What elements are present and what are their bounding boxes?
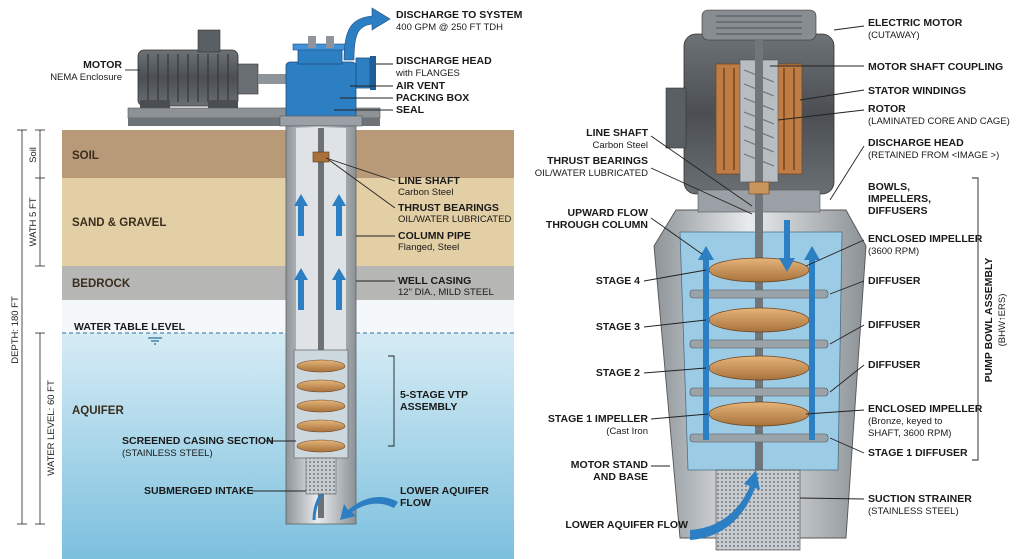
right-flow-arrows	[698, 220, 820, 440]
diffuser-1: DIFFUSER	[868, 275, 921, 287]
right-panel: PUMP BOWL ASSEMBLY (BHW↑ERS) ELECTRIC MO…	[535, 9, 1010, 551]
lower-flow-line1: LOWER AQUIFER	[400, 485, 489, 497]
line-shaft-title: LINE SHAFT	[398, 175, 460, 187]
diffuser-3: DIFFUSER	[868, 359, 921, 371]
right-lower-flow	[690, 470, 760, 540]
bowls-line3: DIFFUSERS	[868, 205, 928, 217]
enclosed-top-sub: (3600 RPM)	[868, 246, 919, 257]
upward-flow-line1: UPWARD FLOW	[568, 207, 649, 219]
sand-label: SAND & GRAVEL	[72, 217, 166, 229]
motor-title: MOTOR	[83, 59, 122, 71]
r-discharge-head-sub: (RETAINED FROM <IMAGE >)	[868, 150, 999, 161]
thrust-bearings-title: THRUST BEARINGS	[398, 202, 499, 214]
enclosed-bottom-title: ENCLOSED IMPELLER	[868, 403, 983, 415]
motor-stand-line1: MOTOR STAND	[571, 459, 649, 471]
bedrock-label: BEDROCK	[72, 278, 131, 290]
line-shaft-sub: Carbon Steel	[398, 187, 453, 198]
stage2-label: STAGE 2	[596, 367, 640, 379]
pump-bowl-line1: PUMP BOWL ASSEMBLY	[983, 258, 995, 383]
right-diffusers	[689, 289, 829, 443]
discharge-arrow	[343, 7, 391, 61]
rotor-sub: (LAMINATED CORE AND CAGE)	[868, 116, 1010, 127]
seal-label: SEAL	[396, 104, 425, 116]
rotor-title: ROTOR	[868, 103, 906, 115]
motor-assembly	[137, 29, 290, 108]
shaft-coupling	[312, 151, 330, 163]
vtp-line1: 5-STAGE VTP	[400, 389, 468, 401]
electric-motor	[665, 9, 835, 213]
motor-stand-line2: AND BASE	[593, 471, 648, 483]
enclosed-bottom-sub1: (Bronze, keyed to	[868, 416, 942, 427]
stage1-sub: (Cast Iron	[606, 426, 648, 437]
packing-box-label: PACKING BOX	[396, 92, 469, 104]
suction-title: SUCTION STRAINER	[868, 493, 972, 505]
enclosed-top-title: ENCLOSED IMPELLER	[868, 233, 983, 245]
right-line-shaft	[755, 40, 763, 470]
diffuser-2: DIFFUSER	[868, 319, 921, 331]
soil-label: SOIL	[72, 150, 99, 162]
discharge-head	[279, 36, 376, 127]
lower-flow-line2: FLOW	[400, 497, 431, 509]
dimension-lines	[17, 129, 45, 525]
discharge-head-title: DISCHARGE HEAD	[396, 55, 492, 67]
well-casing-title: WELL CASING	[398, 275, 471, 287]
stage1-title: STAGE 1 IMPELLER	[548, 413, 649, 425]
thrust-bearings-sub: OIL/WATER LUBRICATED	[398, 214, 511, 225]
dim-water-level: WATER LEVEL: 60 FT	[46, 380, 57, 476]
bowls-line2: IMPELLERS,	[868, 193, 931, 205]
column-flow-arrows	[294, 194, 346, 310]
base-plate-edge	[128, 118, 380, 126]
coupling-label: MOTOR SHAFT COUPLING	[868, 61, 1003, 73]
aquifer-label: AQUIFER	[72, 405, 124, 417]
water-table-symbol	[148, 337, 162, 345]
column-pipe-title: COLUMN PIPE	[398, 230, 471, 242]
screened-title: SCREENED CASING SECTION	[122, 435, 274, 447]
screened-section	[305, 457, 337, 495]
r-line-shaft-sub: Carbon Steel	[593, 140, 648, 151]
line-shaft	[318, 128, 324, 518]
bowls-line1: BOWLS,	[868, 181, 910, 193]
electric-motor-sub: (CUTAWAY)	[868, 30, 920, 41]
discharge-head-sub: with FLANGES	[395, 68, 460, 79]
intake-label: SUBMERGED INTAKE	[144, 485, 253, 497]
suction-strainer	[715, 469, 801, 551]
motor-sub: NEMA Enclosure	[50, 72, 122, 83]
air-vent-label: AIR VENT	[396, 80, 446, 92]
r-discharge-head-title: DISCHARGE HEAD	[868, 137, 964, 149]
intake-flow	[312, 493, 323, 521]
dim-soil: Soil	[28, 147, 39, 163]
water-table-label: WATER TABLE LEVEL	[74, 321, 186, 333]
upward-flow-line2: THROUGH COLUMN	[546, 219, 648, 231]
enclosed-bottom-sub2: SHAFT, 3600 RPM)	[868, 428, 951, 439]
dim-depth: DEPTH: 180 FT	[10, 296, 21, 364]
discharge-system-title: DISCHARGE TO SYSTEM	[396, 9, 523, 21]
r-lower-flow-label: LOWER AQUIFER FLOW	[565, 519, 688, 531]
right-shaft-coupling	[748, 181, 770, 195]
vtp-line2: ASSEMBLY	[400, 401, 457, 413]
stator-label: STATOR WINDINGS	[868, 85, 966, 97]
stage1-diffuser-label: STAGE 1 DIFFUSER	[868, 447, 968, 459]
r-thrust-sub: OIL/WATER LUBRICATED	[535, 168, 648, 179]
stage4-label: STAGE 4	[596, 275, 640, 287]
screened-sub: (STAINLESS STEEL)	[122, 448, 213, 459]
vtp-impellers	[296, 359, 346, 453]
r-thrust-title: THRUST BEARINGS	[547, 155, 648, 167]
column-pipe-sub: Flanged, Steel	[398, 242, 459, 253]
lower-aquifer-arrow	[340, 496, 398, 520]
well-casing-sub: 12" DIA., MILD STEEL	[398, 287, 494, 298]
r-line-shaft-title: LINE SHAFT	[586, 127, 648, 139]
suction-sub: (STAINLESS STEEL)	[868, 506, 959, 517]
left-panel: DEPTH: 180 FT Soil WATH 5 FT WATER LEVEL…	[10, 7, 523, 559]
electric-motor-title: ELECTRIC MOTOR	[868, 17, 963, 29]
dim-wath: WATH 5 FT	[28, 197, 39, 246]
pump-bowl-line2: (BHW↑ERS)	[997, 294, 1008, 347]
discharge-system-sub: 400 GPM @ 250 FT TDH	[396, 22, 503, 33]
stage3-label: STAGE 3	[596, 321, 640, 333]
